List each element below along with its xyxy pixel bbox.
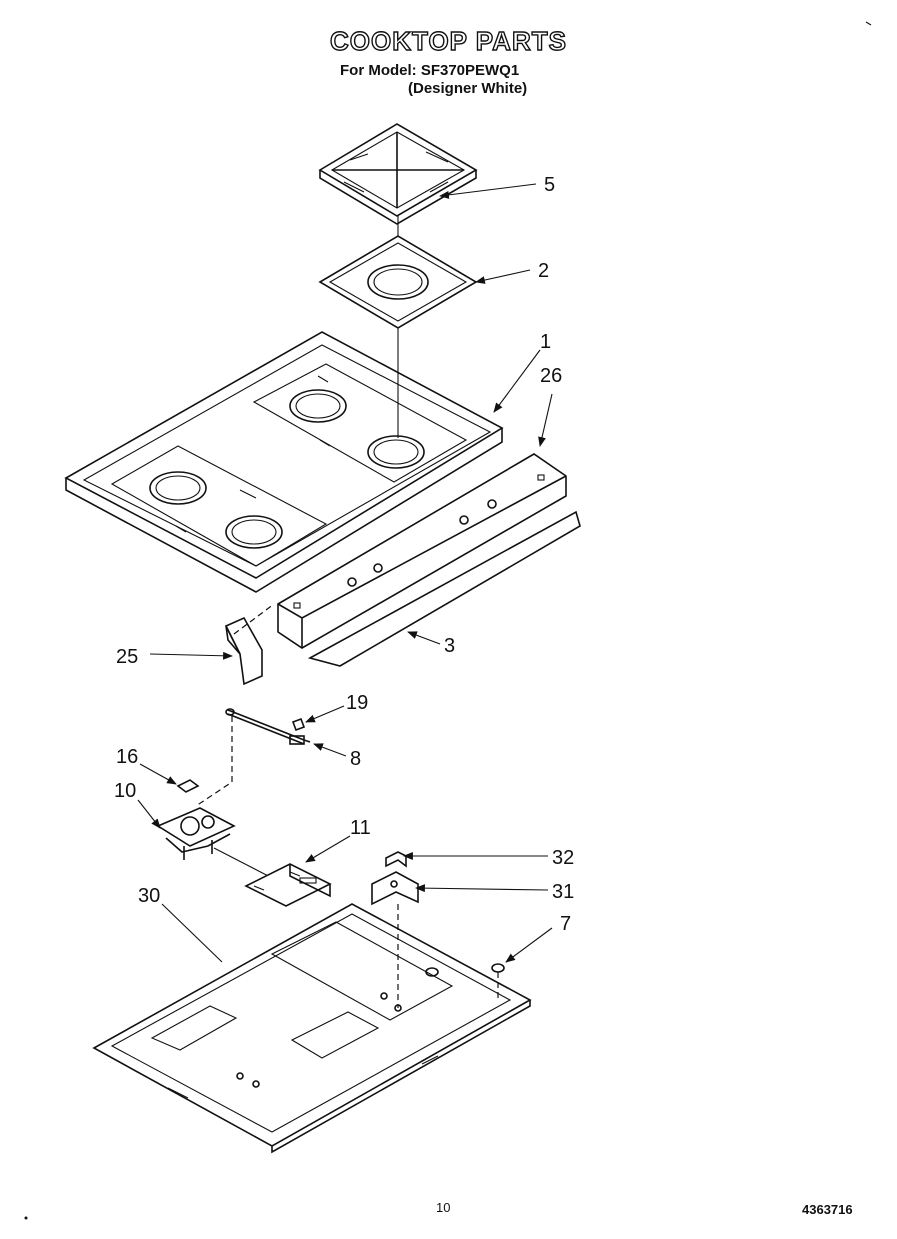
callout-arrow-16 [139,763,177,785]
burner-box-part [92,903,532,1154]
callout-arrow-26 [538,393,553,447]
callout-19: 19 [346,692,368,714]
end-cap-part [224,616,263,686]
callout-arrow-5 [439,183,537,199]
callout-arrow-7 [505,927,553,963]
page-title: COOKTOP PARTS [329,25,567,56]
callout-arrow-10 [137,799,161,829]
callout-26: 26 [540,365,562,387]
valve-leader-line [213,847,277,881]
callout-arrow-30 [161,903,223,963]
electrode-leader-line [195,716,233,807]
callout-16: 16 [116,746,138,768]
model-line: For Model: SF370PEWQ1 [340,62,520,79]
callout-arrow-11 [305,835,351,863]
callout-5: 5 [544,174,555,196]
burner-bracket-part [371,871,419,906]
callout-arrow-31 [415,884,549,893]
electrode-part [225,708,311,745]
callout-3: 3 [444,635,455,657]
nut-part [491,963,505,998]
callout-arrow-8 [313,743,347,757]
burner-grate-part [318,123,478,225]
registration-mark [24,1216,28,1220]
callout-arrow-25 [149,651,233,660]
page-number: 10 [436,1200,451,1215]
callout-11: 11 [350,817,371,839]
burner-clip-part [385,851,407,868]
drip-pan-part [318,235,478,329]
callout-1: 1 [540,331,551,353]
callout-arrow-3 [407,631,441,645]
callout-arrow-2 [475,269,531,284]
manifold-panel-part [277,453,567,649]
registration-mark [865,21,872,26]
callout-arrow-19 [305,705,345,723]
callout-2: 2 [538,260,549,282]
insulation-strip-part [307,510,581,667]
mounting-bracket-part [244,863,332,907]
callout-31: 31 [552,881,574,903]
end-cap-leader-line [233,603,275,635]
callout-10: 10 [114,780,136,802]
cooktop-top-part [64,331,504,593]
callout-8: 8 [350,748,361,770]
callout-arrow-1 [493,349,541,413]
callout-25: 25 [116,646,138,668]
electrode-clip-part [291,717,306,732]
document-number: 4363716 [802,1202,853,1217]
small-bracket-part [176,779,200,793]
valve-module-part [156,807,236,860]
variant-line: (Designer White) [408,80,528,97]
callout-7: 7 [560,913,571,935]
callout-30: 30 [138,885,160,907]
callout-32: 32 [552,847,574,869]
